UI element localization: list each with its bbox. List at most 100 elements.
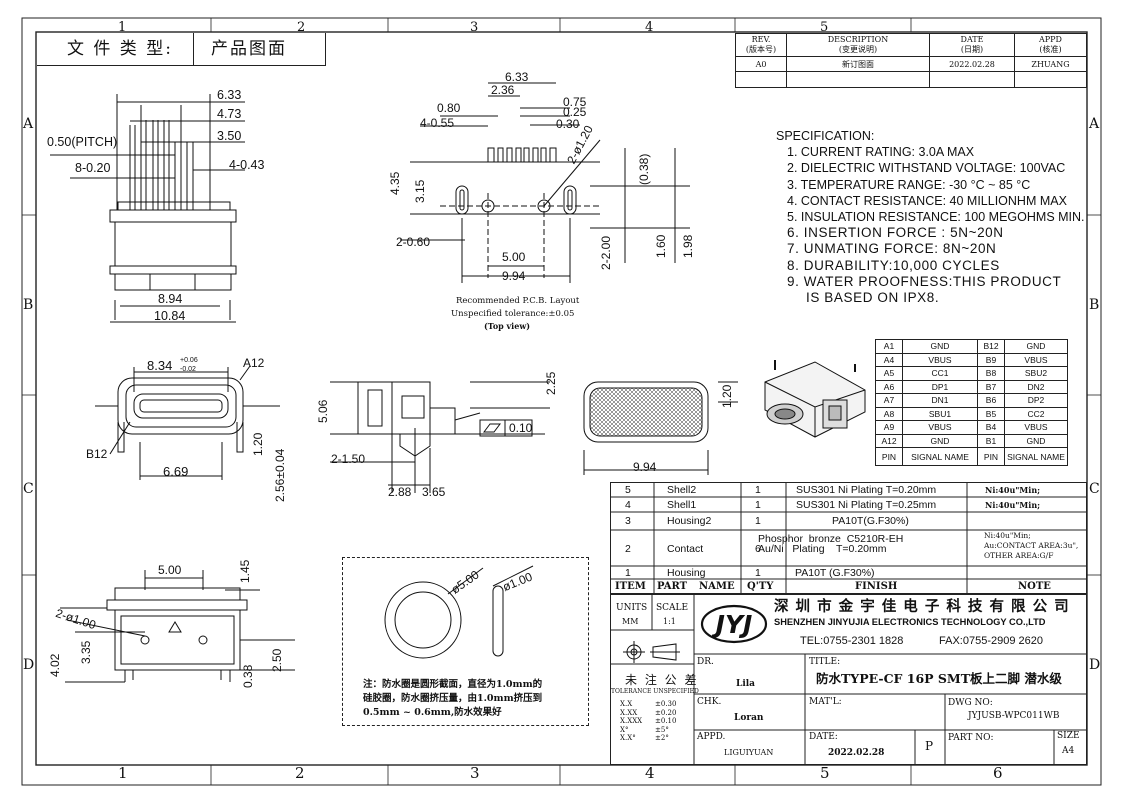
bom-part: Shell2 bbox=[667, 484, 697, 496]
dim-bot-500: 5.00 bbox=[158, 563, 182, 577]
frame-col-6-bottom: 6 bbox=[993, 764, 1003, 782]
bom-table bbox=[610, 482, 1087, 594]
frame-row-c-right: C bbox=[1089, 481, 1100, 497]
appd-value: ZHUANG bbox=[1014, 56, 1087, 72]
company-name-cn: 深 圳 市 金 宇 佳 电 子 科 技 有 限 公 司 bbox=[774, 598, 1070, 615]
dwg-value: JYJUSB-WPC011WB bbox=[968, 711, 1060, 721]
dim-top-633: 6.33 bbox=[217, 88, 242, 102]
bom-part: Contact bbox=[667, 543, 704, 555]
logo-text: JYJ bbox=[711, 610, 753, 639]
pin-cell: B6 bbox=[977, 393, 1005, 408]
pin-cell: B5 bbox=[977, 406, 1005, 421]
top-view bbox=[50, 94, 245, 323]
pin-cell: A4 bbox=[875, 352, 903, 367]
bom-item: 3 bbox=[625, 515, 631, 527]
scale-label: SCALE bbox=[656, 603, 689, 613]
frame-col-3-top: 3 bbox=[470, 20, 479, 35]
frame-row-a-right: A bbox=[1089, 116, 1100, 132]
frame-row-a-left: A bbox=[23, 116, 34, 132]
doc-type-value: 产品图面 bbox=[211, 39, 287, 59]
spec-item: 7. UNMATING FORCE: 8N~20N bbox=[787, 241, 997, 257]
pin-cell: B9 bbox=[977, 352, 1005, 367]
dim-front-669: 6.69 bbox=[163, 464, 189, 479]
chk-label: CHK. bbox=[697, 697, 722, 707]
dim-pcb-994: 9.94 bbox=[502, 269, 526, 283]
bom-header-note: NOTE bbox=[1018, 581, 1051, 592]
dim-rear-120: 1.20 bbox=[720, 384, 734, 408]
spec-title: SPECIFICATION: bbox=[776, 129, 875, 143]
frame-col-2-bottom: 2 bbox=[295, 764, 305, 782]
units-value: MM bbox=[622, 617, 639, 626]
pin-header-cell: SIGNAL NAME bbox=[902, 447, 978, 466]
dim-pcb-030: 0.30 bbox=[556, 117, 580, 131]
desc-header-cn: (变更说明) bbox=[838, 45, 878, 54]
note-line: 注：防水圈是圆形截面，直径为1.0mm的 bbox=[363, 679, 543, 690]
specification-block: SPECIFICATION: 1. CURRENT RATING: 3.0A M… bbox=[776, 128, 1085, 306]
dwg-label: DWG NO: bbox=[948, 698, 993, 708]
dim-pcb-633: 6.33 bbox=[505, 70, 529, 84]
pcb-caption-tolerance: Unspecified tolerance:±0.05 bbox=[451, 309, 575, 319]
bom-header-name: NAME bbox=[699, 581, 735, 592]
bom-item: 2 bbox=[625, 543, 631, 555]
dim-top-473: 4.73 bbox=[217, 107, 242, 121]
spec-item: 9. WATER PROOFNESS:THIS PRODUCT bbox=[787, 273, 1062, 289]
bom-header-qty: Q'TY bbox=[747, 581, 774, 592]
scale-value: 1:1 bbox=[663, 617, 676, 626]
pin-cell: GND bbox=[1004, 339, 1068, 354]
spec-item: IS BASED ON IPX8. bbox=[806, 290, 940, 306]
front-view bbox=[95, 365, 280, 480]
bom-part: Shell1 bbox=[667, 499, 697, 511]
appd-value: LIGUIYUAN bbox=[724, 748, 774, 757]
frame-col-4-top: 4 bbox=[645, 20, 654, 35]
dim-rear-994: 9.94 bbox=[633, 460, 657, 474]
frame-row-b-right: B bbox=[1089, 297, 1100, 313]
tol-key: X.XX bbox=[620, 708, 638, 717]
dim-pcb-455: 4-0.55 bbox=[420, 116, 455, 130]
tolerance-title: 未 注 公 差 bbox=[625, 673, 699, 687]
pin-cell: CC1 bbox=[902, 366, 978, 381]
size-label: SIZE bbox=[1057, 731, 1080, 741]
dim-pcb-075: 0.75 bbox=[563, 95, 587, 109]
pin-cell: A5 bbox=[875, 366, 903, 381]
dim-pcb-038: (0.38) bbox=[637, 153, 651, 185]
spec-item: 3. TEMPERATURE RANGE: -30 °C ~ 85 °C bbox=[787, 177, 1031, 192]
tolerance-subtitle: TOLERANCE UNSPECIFIED bbox=[611, 688, 699, 695]
pin-cell: B7 bbox=[977, 379, 1005, 394]
dim-front-tol-up: +0.06 bbox=[180, 357, 198, 364]
pin-cell: CC2 bbox=[1004, 406, 1068, 421]
isometric-view bbox=[764, 360, 866, 438]
dim-bot-335: 3.35 bbox=[79, 640, 93, 664]
company-name-en: SHENZHEN JINYUJIA ELECTRONICS TECHNOLOGY… bbox=[774, 617, 1046, 627]
bom-header-item: ITEM bbox=[615, 581, 646, 592]
frame-col-1-top: 1 bbox=[118, 20, 127, 35]
bom-finish: PA10T(G.F30%) bbox=[832, 515, 909, 527]
bottom-view bbox=[60, 570, 295, 683]
dim-pcb-435: 4.35 bbox=[388, 171, 402, 195]
date-value: 2022.02.28 bbox=[828, 748, 885, 758]
bom-item: 5 bbox=[625, 484, 631, 496]
pin-cell: B8 bbox=[977, 366, 1005, 381]
bom-item: 4 bbox=[625, 499, 631, 511]
waterproof-ring-box: ø5.00 ø1.00 注：防水圈是圆形截面，直径为1.0mm的 硅胶圈，防水圈… bbox=[342, 557, 589, 726]
dim-side-288: 2.88 bbox=[388, 485, 412, 499]
dim-side-010: 0.10 bbox=[509, 421, 533, 435]
tol-value: ±5° bbox=[655, 725, 669, 734]
dr-value: Lila bbox=[736, 679, 755, 689]
rev-value: A0 bbox=[735, 56, 787, 72]
dim-pcb-160: 1.60 bbox=[654, 234, 668, 258]
part-no-label: PART NO: bbox=[948, 733, 994, 743]
dim-front-tol-dn: -0.02 bbox=[180, 366, 196, 373]
dim-side-2150: 2-1.50 bbox=[331, 452, 366, 466]
label-front-b12: B12 bbox=[86, 447, 108, 461]
spec-item: 2. DIELECTRIC WITHSTAND VOLTAGE: 100VAC bbox=[787, 161, 1066, 176]
desc-value: 新订图面 bbox=[786, 56, 930, 72]
dim-bot-250: 2.50 bbox=[270, 648, 284, 672]
dim-pcb-260: 2-0.60 bbox=[396, 235, 431, 249]
label-front-a12: A12 bbox=[243, 356, 265, 370]
spec-item: 6. INSERTION FORCE : 5N~20N bbox=[787, 225, 1004, 241]
pin-cell: GND bbox=[902, 339, 978, 354]
pin-cell: VBUS bbox=[1004, 352, 1068, 367]
pin-header-cell: PIN bbox=[977, 447, 1005, 466]
